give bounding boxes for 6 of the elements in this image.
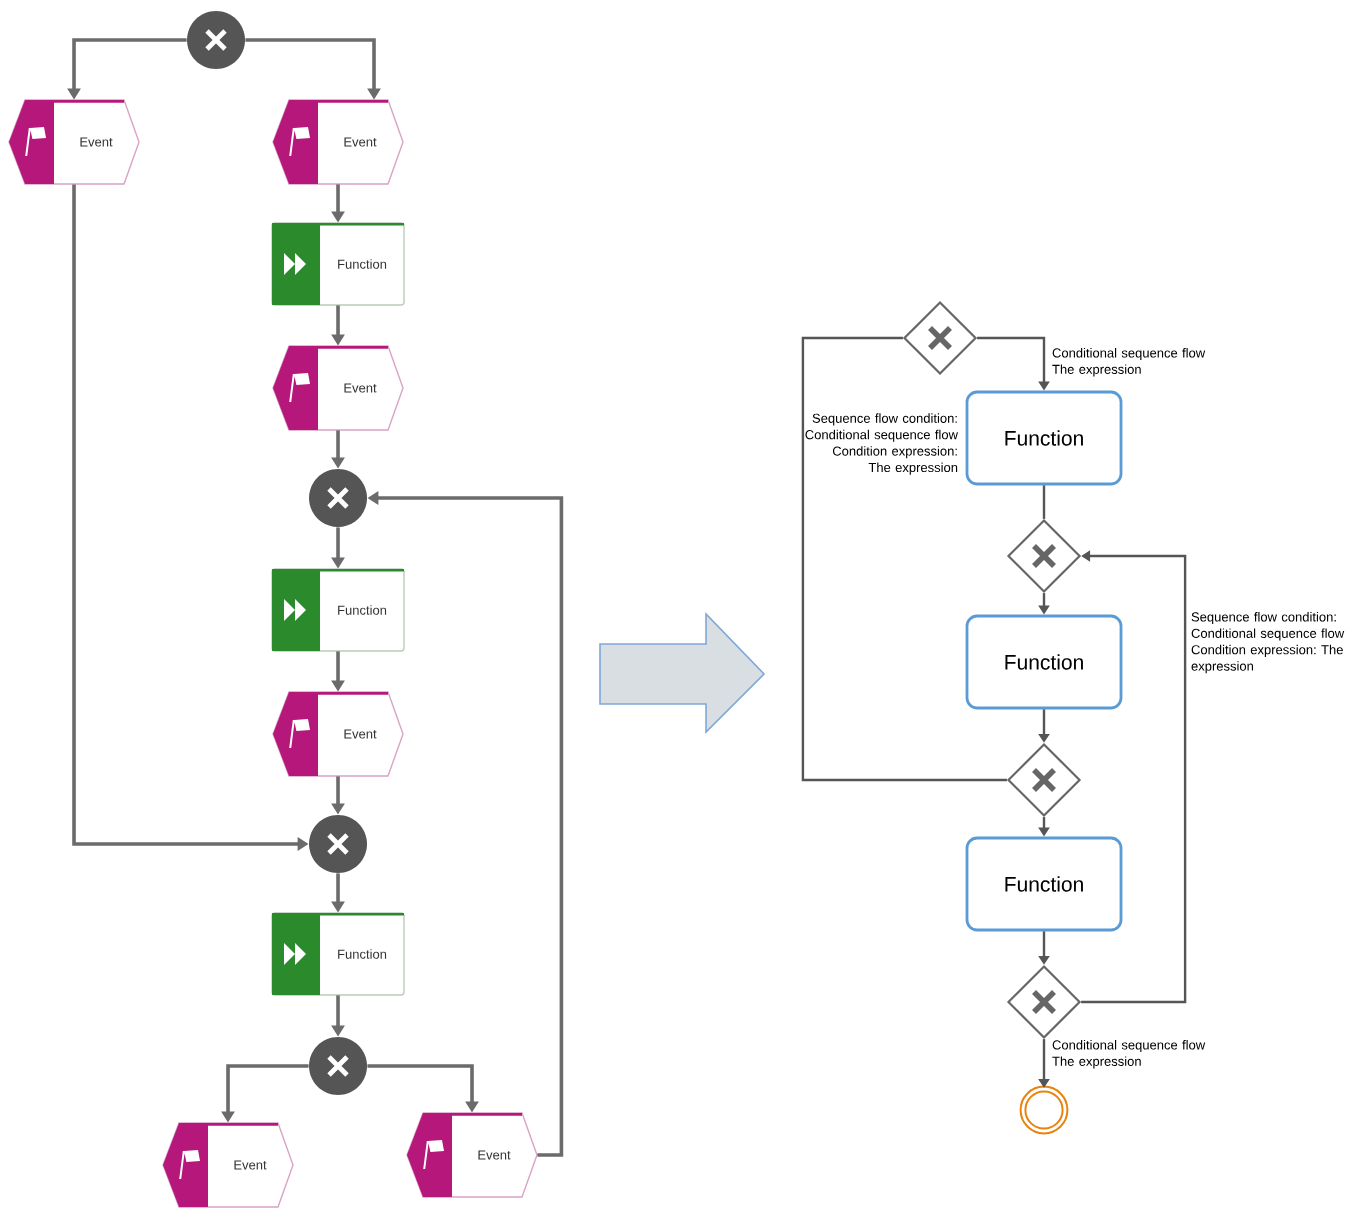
end-event-circle [1019,1085,1069,1135]
connector-line [801,336,1007,782]
task-box: Function [965,614,1123,710]
task-box: Function [965,836,1123,932]
connector-line [1042,485,1046,519]
task-box: Function [965,390,1123,486]
